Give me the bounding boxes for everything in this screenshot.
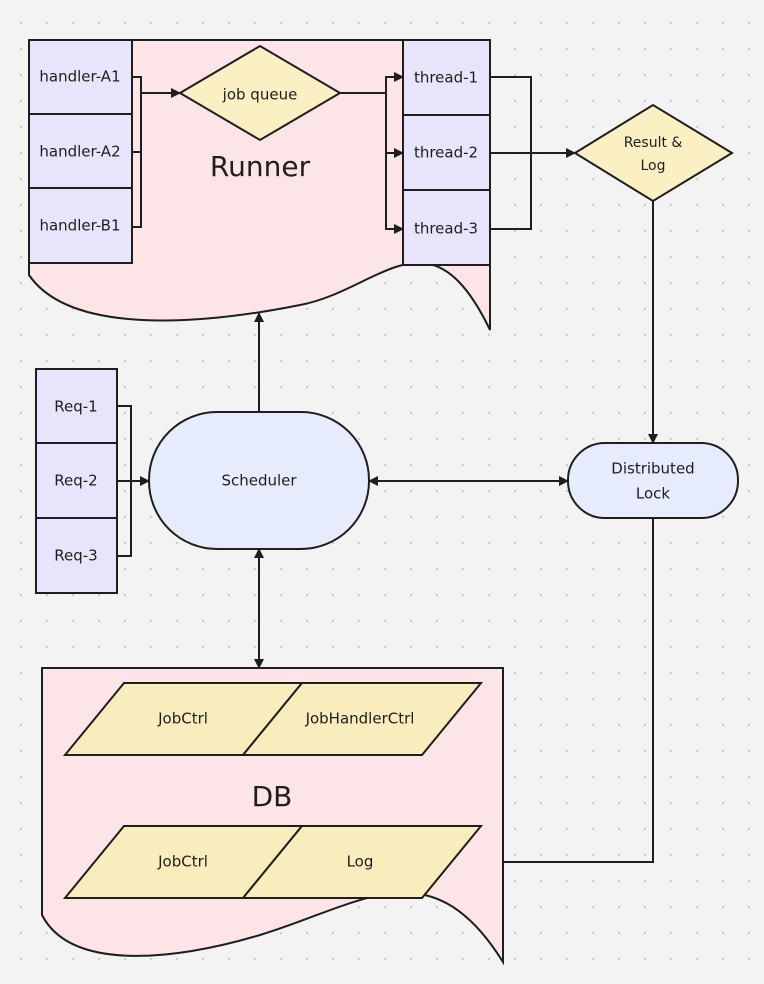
- db-jobctrl-2-label: JobCtrl: [157, 853, 208, 871]
- req-1-box[interactable]: Req-1: [35, 368, 118, 444]
- req-3-box[interactable]: Req-3: [35, 517, 118, 594]
- handler-a2-box[interactable]: handler-A2: [28, 113, 133, 189]
- handler-b1-label: handler-B1: [39, 217, 120, 235]
- threads-to-result-edge: [490, 76, 575, 230]
- thread-1-box[interactable]: thread-1: [402, 39, 491, 116]
- thread-2-box[interactable]: thread-2: [402, 114, 491, 191]
- distributed-lock-node[interactable]: Distributed Lock: [567, 442, 739, 519]
- handler-a2-label: handler-A2: [39, 143, 120, 161]
- db-jobctrl-2[interactable]: JobCtrl: [62, 825, 305, 899]
- req-3-label: Req-3: [54, 547, 97, 565]
- job-queue-label: job queue: [222, 86, 298, 104]
- handler-b1-box[interactable]: handler-B1: [28, 187, 133, 264]
- scheduler-node[interactable]: Scheduler: [148, 411, 370, 550]
- runner-document-shape: [28, 39, 491, 331]
- db-jobctrl-1[interactable]: JobCtrl: [62, 682, 305, 756]
- lock-label-line2: Lock: [636, 485, 671, 503]
- db-jobctrl-1-label: JobCtrl: [157, 710, 208, 728]
- db-jobhandlerctrl[interactable]: JobHandlerCtrl: [240, 682, 484, 756]
- handler-a1-label: handler-A1: [39, 68, 120, 86]
- db-jobhandlerctrl-label: JobHandlerCtrl: [305, 710, 415, 728]
- handler-a1-box[interactable]: handler-A1: [28, 39, 133, 115]
- db-log-label: Log: [347, 853, 374, 871]
- req-2-box[interactable]: Req-2: [35, 442, 118, 519]
- result-label-line1: Result &: [624, 135, 683, 151]
- thread-3-box[interactable]: thread-3: [402, 189, 491, 266]
- queue-to-thread1-edge: [340, 72, 404, 94]
- queue-to-thread3-edge: [385, 153, 404, 234]
- thread-3-label: thread-3: [414, 220, 478, 238]
- req-1-label: Req-1: [54, 398, 97, 416]
- req-2-label: Req-2: [54, 472, 97, 490]
- result-label-line2: Log: [640, 158, 665, 174]
- db-title: DB: [252, 780, 293, 813]
- runner-title: Runner: [210, 150, 311, 183]
- lock-to-log-edge: [454, 518, 654, 867]
- thread-1-label: thread-1: [414, 69, 478, 87]
- scheduler-label: Scheduler: [221, 472, 297, 490]
- runner-group: Runner: [28, 39, 491, 331]
- handler-connector: [132, 76, 180, 228]
- result-log-decision[interactable]: Result & Log: [573, 103, 734, 203]
- db-log[interactable]: Log: [240, 825, 484, 899]
- lock-label-line1: Distributed: [611, 460, 694, 478]
- job-queue-decision[interactable]: job queue: [178, 44, 342, 142]
- requests-to-scheduler-edge: [117, 405, 149, 557]
- thread-2-label: thread-2: [414, 144, 478, 162]
